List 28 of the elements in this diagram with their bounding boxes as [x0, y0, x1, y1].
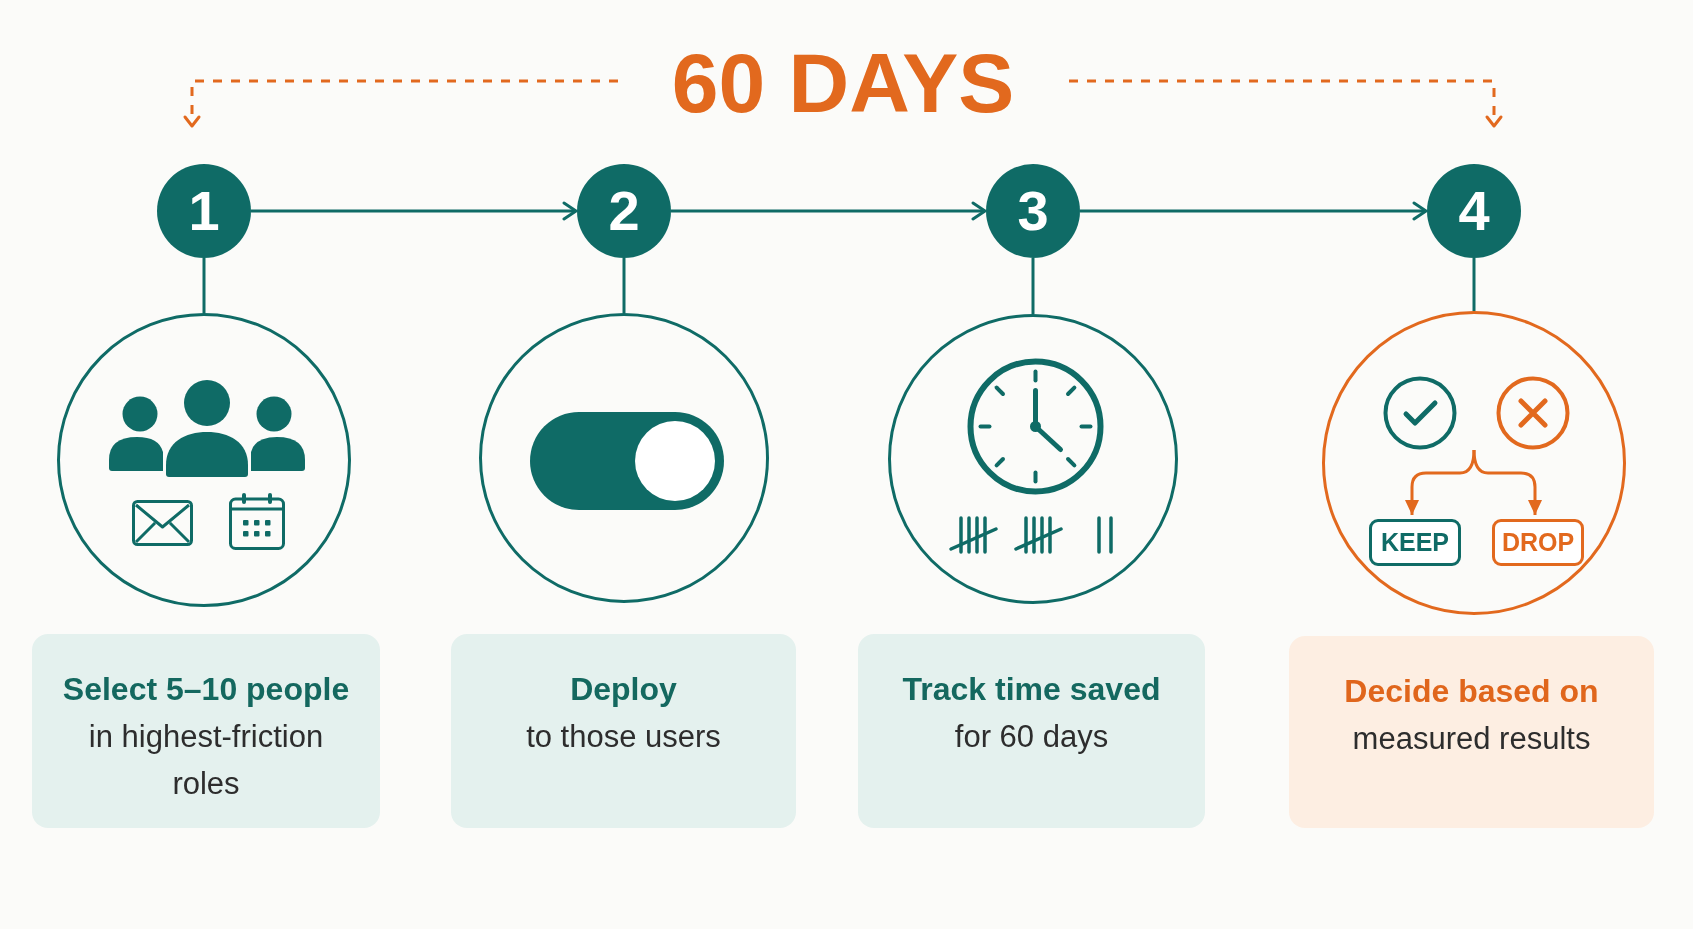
step-number-badge: 4	[1427, 164, 1521, 258]
card-text: to those users	[526, 718, 721, 756]
card-heading: Track time saved	[902, 670, 1161, 709]
connector-line	[622, 258, 626, 313]
connector-line	[1031, 258, 1035, 314]
step-circle	[479, 313, 769, 603]
arrow	[1405, 449, 1476, 515]
decision-tag: DROP	[1492, 519, 1584, 566]
card-text: in highest-friction roles	[87, 718, 325, 803]
step-number-badge: 1	[157, 164, 251, 258]
diagram-title: 60 DAYS	[671, 41, 1015, 125]
card-heading: Select 5–10 people	[62, 670, 350, 709]
step-number-badge: 2	[577, 164, 671, 258]
step-number-badge: 3	[986, 164, 1080, 258]
card-text: for 60 days	[954, 718, 1109, 756]
arrow	[671, 201, 987, 221]
connector-line	[1472, 258, 1476, 311]
decision-tag: KEEP	[1369, 519, 1461, 566]
connector-line	[202, 258, 206, 313]
arrow	[1472, 449, 1542, 515]
card-heading: Deploy	[570, 670, 677, 709]
step-circle	[57, 313, 351, 607]
step-circle	[1322, 311, 1626, 615]
arrow	[1080, 201, 1428, 221]
arrow	[251, 201, 578, 221]
card-text: measured results	[1352, 720, 1591, 758]
card-heading: Decide based on	[1344, 672, 1599, 711]
step-circle	[888, 314, 1178, 604]
